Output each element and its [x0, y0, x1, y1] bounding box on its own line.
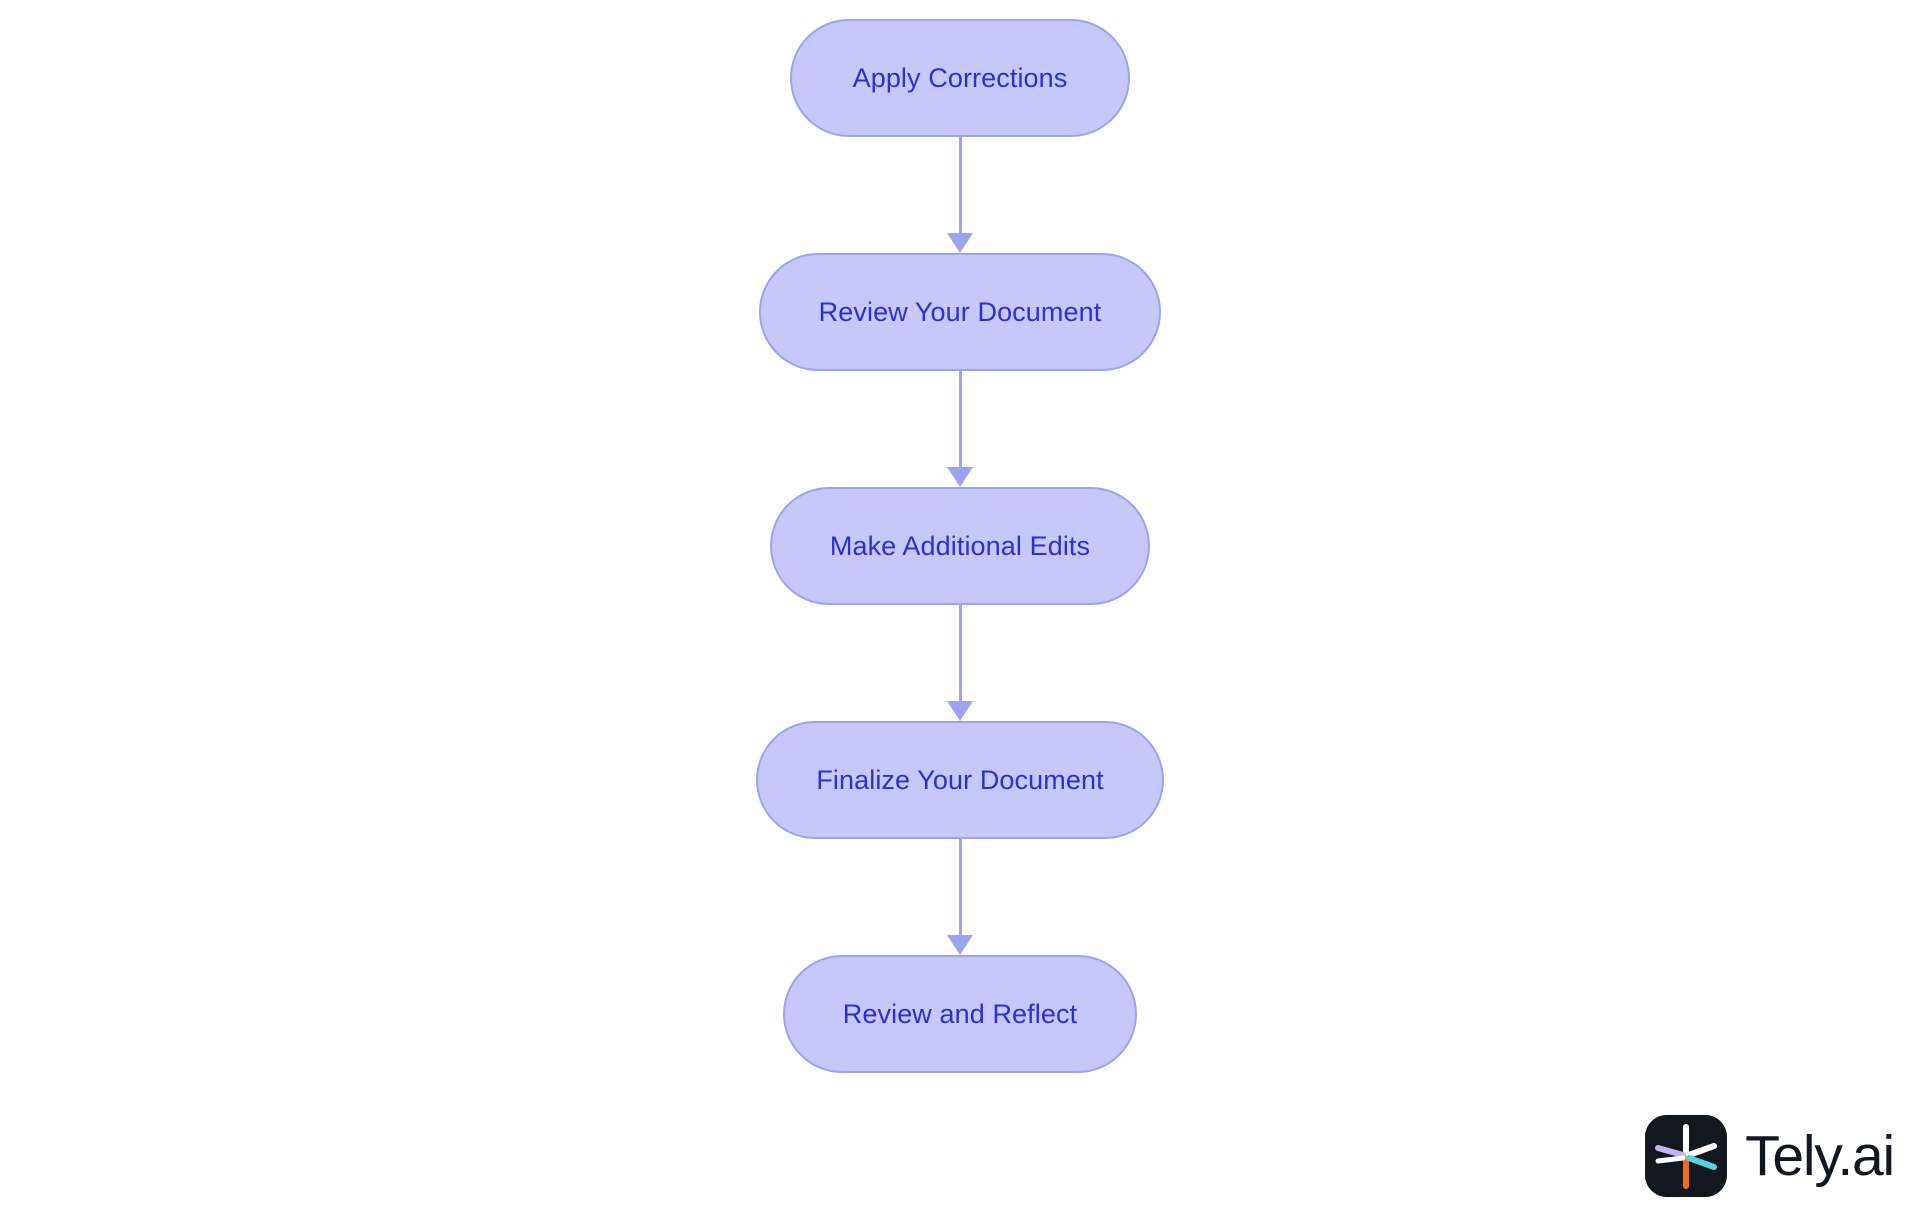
tely-starburst-icon: [1645, 1115, 1728, 1197]
arrow-down-icon: [947, 701, 973, 721]
arrow-down-icon: [947, 467, 973, 487]
flow-node-finalize-your-document[interactable]: Finalize Your Document: [756, 721, 1164, 839]
flow-node-label: Review and Reflect: [842, 998, 1078, 1029]
flow-node-apply-corrections[interactable]: Apply Corrections: [790, 19, 1130, 137]
flow-node-stack: Apply Corrections Review Your Document M…: [0, 19, 1920, 1073]
arrow-down-icon: [947, 233, 973, 253]
brand-wordmark: Tely.ai: [1745, 1123, 1895, 1188]
flow-connector-2: [947, 371, 973, 487]
flow-node-label: Apply Corrections: [852, 62, 1068, 93]
flow-connector-4: [947, 839, 973, 955]
flow-node-review-your-document[interactable]: Review Your Document: [758, 253, 1162, 371]
brand-logo: Tely.ai: [1645, 1115, 1895, 1197]
connector-shaft-icon: [958, 605, 962, 702]
flow-connector-3: [947, 605, 973, 721]
connector-shaft-icon: [958, 371, 962, 468]
connector-shaft-icon: [958, 839, 962, 936]
flow-node-make-additional-edits[interactable]: Make Additional Edits: [769, 487, 1151, 605]
flow-node-label: Review Your Document: [818, 296, 1102, 327]
connector-shaft-icon: [958, 137, 962, 234]
arrow-down-icon: [947, 935, 973, 955]
flow-node-label: Make Additional Edits: [829, 530, 1091, 561]
flow-node-review-and-reflect[interactable]: Review and Reflect: [782, 955, 1138, 1073]
flow-node-label: Finalize Your Document: [816, 764, 1104, 795]
flow-connector-1: [947, 137, 973, 253]
